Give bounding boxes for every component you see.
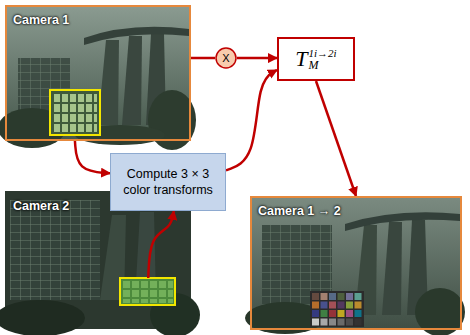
camera-photo: Camera 1 → 2 xyxy=(250,196,462,330)
transform-superscript: 1i→2i xyxy=(308,48,337,59)
multiply-circle: X xyxy=(215,47,237,69)
transform-symbol: T xyxy=(295,48,307,70)
camera2-photo xyxy=(0,191,200,335)
connector-arrow xyxy=(148,211,174,278)
transform-subscript: M xyxy=(308,59,337,71)
node-label: Camera 2 xyxy=(13,199,69,213)
circle-shape xyxy=(216,48,236,68)
process-box: Compute 3 × 3 color transforms xyxy=(110,153,226,211)
connector-arrow xyxy=(75,141,110,173)
camera-photo: Camera 2 xyxy=(5,191,191,329)
connector-arrow xyxy=(226,70,277,170)
converted-photo xyxy=(245,196,465,335)
transform-box: T1i→2iM xyxy=(277,37,355,81)
connector-arrow xyxy=(237,57,277,60)
node-label: Camera 1 → 2 xyxy=(258,204,341,218)
camera-photo: Camera 1 xyxy=(5,5,191,141)
connector-arrow xyxy=(191,57,215,60)
connector-arrow xyxy=(316,81,356,196)
node-label: Compute 3 × 3 color transforms xyxy=(119,166,217,199)
node-label: X xyxy=(222,52,229,64)
camera1-photo xyxy=(0,5,196,150)
node-label: Camera 1 xyxy=(13,13,69,27)
